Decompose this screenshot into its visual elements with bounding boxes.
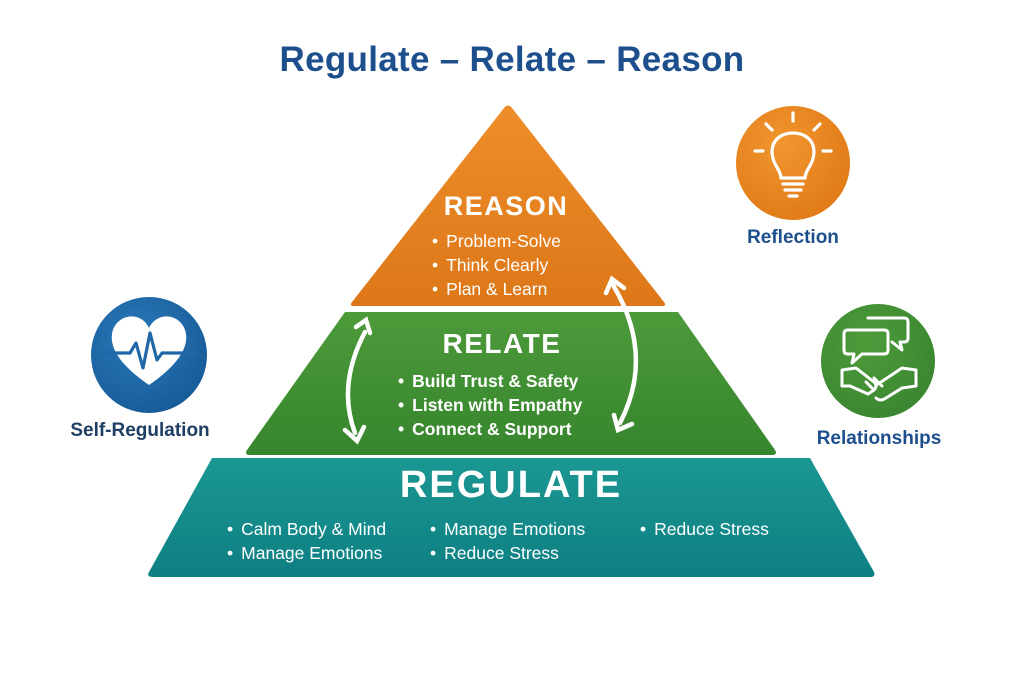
regulate-list-col2: Manage Emotions Reduce Stress <box>430 517 585 565</box>
heart-pulse-icon <box>91 297 207 413</box>
regulate-tier-title: REGULATE <box>399 464 623 506</box>
lightbulb-icon <box>736 106 850 220</box>
page-title: Regulate – Relate – Reason <box>279 40 745 79</box>
relate-tier-title: RELATE <box>442 328 562 359</box>
regulate-item: Calm Body & Mind <box>227 517 386 541</box>
relate-item: Build Trust & Safety <box>398 369 582 393</box>
reason-item: Plan & Learn <box>432 277 561 301</box>
relate-list: Build Trust & Safety Listen with Empathy… <box>398 369 582 441</box>
reason-item: Think Clearly <box>432 253 561 277</box>
regulate-item: Manage Emotions <box>227 541 386 565</box>
regulate-item: Reduce Stress <box>430 541 585 565</box>
regulate-item: Manage Emotions <box>430 517 585 541</box>
relate-item: Connect & Support <box>398 417 582 441</box>
relate-item: Listen with Empathy <box>398 393 582 417</box>
reason-list: Problem-Solve Think Clearly Plan & Learn <box>432 229 561 301</box>
relationships-label: Relationships <box>816 428 942 449</box>
reason-item: Problem-Solve <box>432 229 561 253</box>
handshake-speech-icon <box>821 304 935 418</box>
right-cycle-arrow <box>603 275 639 434</box>
reflection-label: Reflection <box>747 227 839 248</box>
regulate-list-col3: Reduce Stress <box>640 517 769 541</box>
pyramid-tier-reason <box>350 105 666 306</box>
reason-tier-title: REASON <box>443 191 569 221</box>
regulate-list-col1: Calm Body & Mind Manage Emotions <box>227 517 386 565</box>
left-cycle-arrow <box>342 316 373 445</box>
self-regulation-label: Self-Regulation <box>70 420 210 441</box>
regulate-item: Reduce Stress <box>640 517 769 541</box>
